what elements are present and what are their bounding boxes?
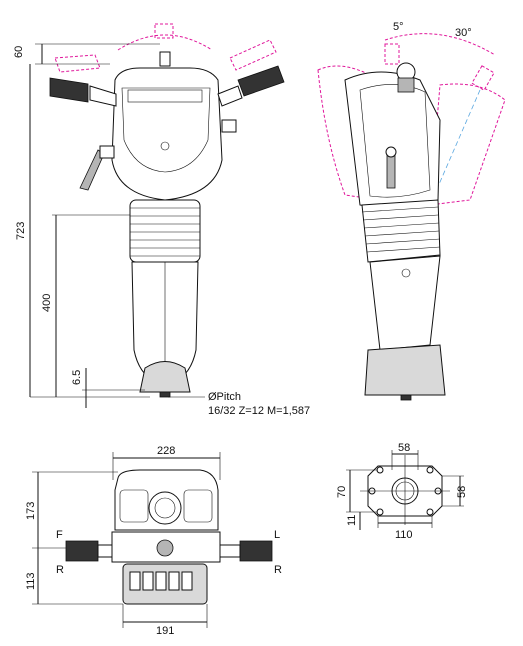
top-left-stem: [97, 544, 113, 558]
front-side-plug: [221, 119, 237, 133]
top-left-grip: [65, 540, 99, 562]
side-tilt-ghost: [429, 83, 506, 206]
side-view: [317, 33, 506, 401]
label-reverse-right: R: [274, 564, 282, 576]
flange-hole-2: [426, 466, 434, 474]
front-top-knob: [159, 51, 171, 67]
side-base: [364, 344, 446, 396]
angle-small-label: 5°: [393, 21, 404, 33]
top-center-dial-inner: [154, 497, 176, 519]
top-left-gauge: [119, 489, 149, 523]
label-left: L: [274, 529, 280, 541]
dim-base-offset: 6.5: [71, 370, 83, 385]
front-head-housing: [111, 67, 223, 201]
flange-dimensions: [346, 450, 464, 530]
front-head-panel: [121, 87, 211, 173]
dim-height-total: 723: [15, 222, 27, 240]
dim-flange-side: 58: [456, 486, 468, 498]
top-right-stem: [219, 544, 241, 558]
dim-depth-rear: 113: [25, 572, 37, 590]
front-side-lever-hub: [99, 145, 115, 159]
pitch-label-line1: ØPitch: [208, 391, 241, 403]
dim-flange-width: 110: [395, 529, 413, 541]
side-5deg-knob-ghost: [384, 43, 400, 65]
top-button-3: [155, 571, 167, 591]
front-top-knob-ghost: [154, 23, 174, 39]
front-view: [49, 23, 285, 398]
flange-hole-4: [426, 508, 434, 516]
label-forward: F: [56, 529, 63, 541]
side-lower-body: [369, 255, 441, 351]
dim-flange-height: 70: [336, 486, 348, 498]
top-right-gauge: [183, 489, 213, 523]
front-pinion: [159, 391, 171, 398]
side-lever-hub: [385, 146, 397, 158]
dim-height-top: 60: [13, 46, 25, 58]
top-center-knob: [156, 539, 174, 557]
front-dimensions: [29, 43, 205, 408]
side-bellows: [361, 199, 441, 263]
dim-flange-inner: 58: [398, 442, 410, 454]
top-button-1: [129, 571, 141, 591]
front-left-handle-ghost: [54, 54, 101, 73]
front-right-handle-ghost: [229, 39, 277, 71]
top-right-grip: [239, 540, 273, 562]
front-bellows: [129, 199, 201, 263]
front-swing-arc: [117, 34, 213, 51]
dim-height-lower: 400: [41, 294, 53, 312]
front-right-grip: [237, 65, 285, 97]
top-view: [65, 469, 273, 605]
label-reverse-left: R: [56, 564, 64, 576]
top-button-2: [142, 571, 154, 591]
front-head-screw: [160, 141, 170, 151]
dim-depth-front: 173: [25, 502, 37, 520]
side-head-panel: [359, 84, 431, 198]
side-angle-arc: [384, 33, 496, 56]
flange-view: [360, 455, 450, 525]
dim-flange-offset: 11: [346, 515, 358, 526]
side-head-ghost: [317, 65, 381, 201]
angle-large-label: 30°: [455, 27, 472, 39]
side-knob-collar: [397, 77, 415, 93]
top-center-dial: [148, 491, 182, 525]
front-right-stem: [217, 85, 243, 107]
top-button-5: [181, 571, 193, 591]
dim-bottom-width: 191: [156, 625, 174, 637]
pitch-label-line2: 16/32 Z=12 M=1,587: [208, 405, 310, 417]
side-pinion: [400, 394, 412, 401]
front-base: [139, 361, 191, 393]
front-left-stem: [89, 85, 117, 107]
dim-top-width: 228: [157, 445, 175, 457]
top-dimensions: [32, 452, 221, 628]
side-body-screw: [401, 268, 411, 278]
front-head-window: [127, 89, 203, 103]
front-left-grip: [49, 77, 89, 103]
top-button-4: [168, 571, 180, 591]
